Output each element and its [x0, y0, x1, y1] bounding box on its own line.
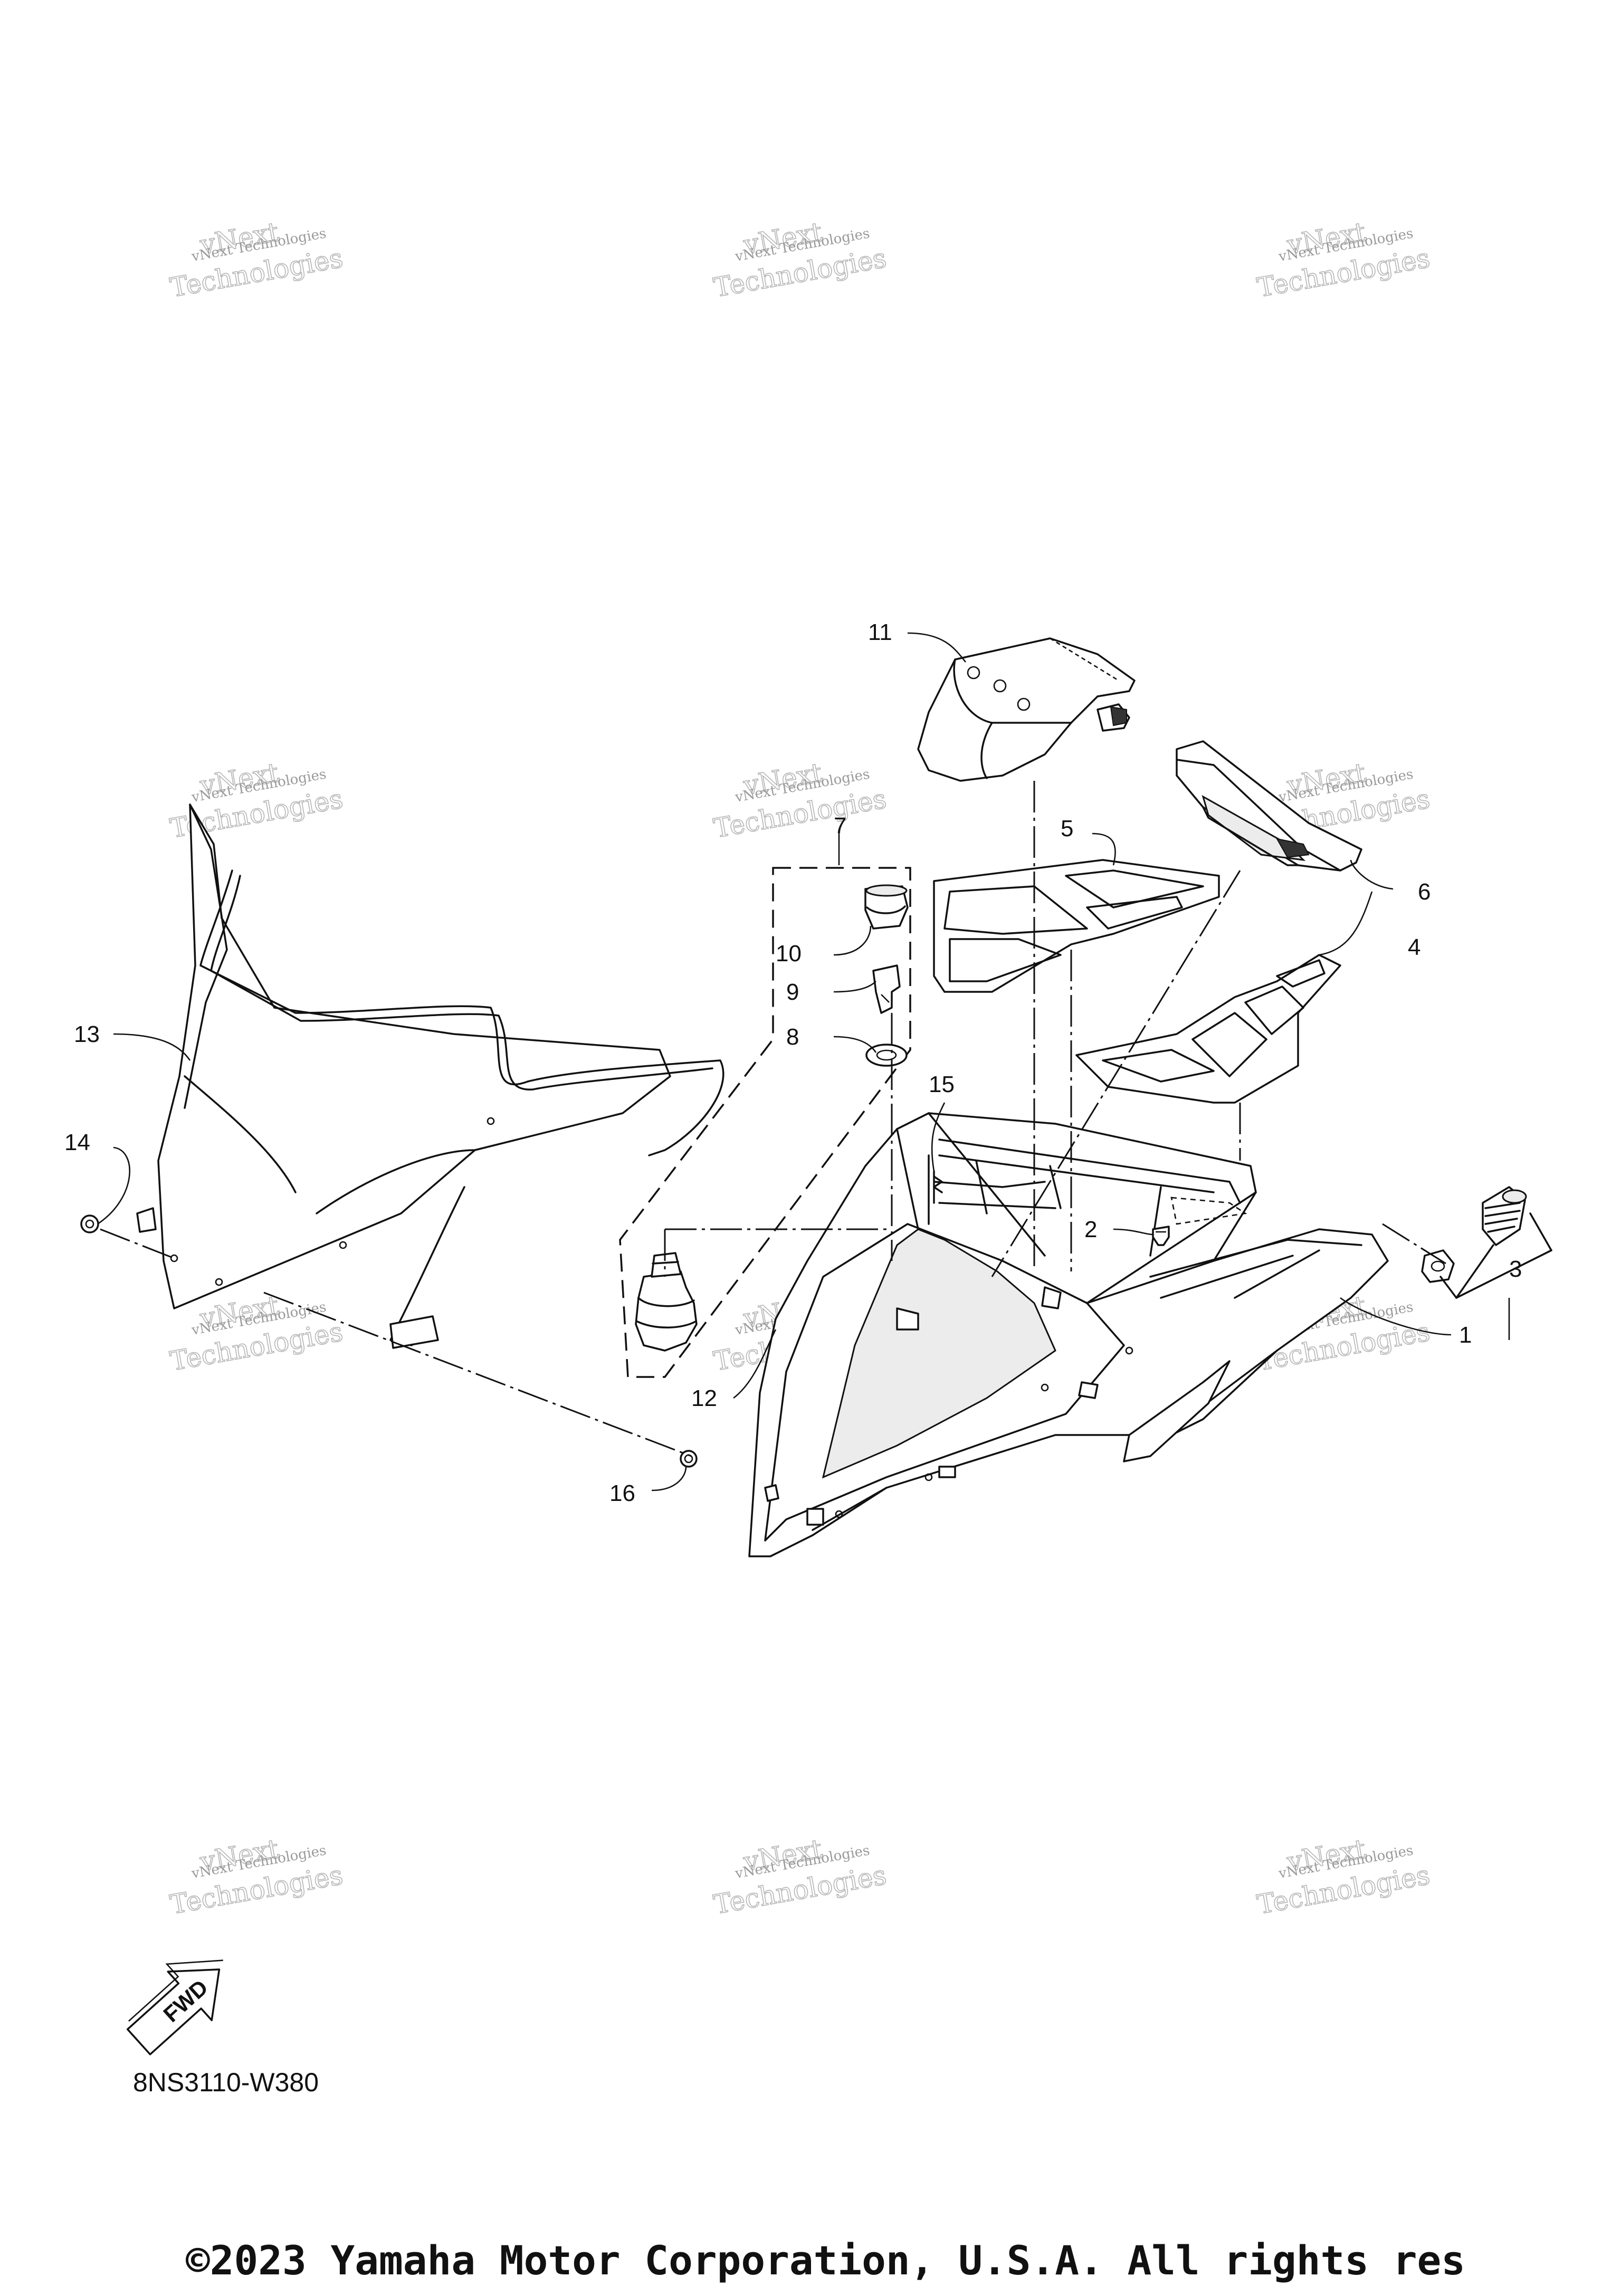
callout-7[interactable]: 7	[834, 813, 846, 839]
deck-mat-rear-part[interactable]	[1075, 954, 1341, 1104]
switch-assembly-box	[619, 867, 911, 1378]
watermark: vNext vNext Technologies Technologies	[167, 757, 346, 845]
watermark: vNext vNext Technologies Technologies	[1254, 1833, 1433, 1921]
drain-plug-part[interactable]	[1421, 1186, 1527, 1283]
callout-4[interactable]: 4	[1408, 934, 1420, 960]
callout-16[interactable]: 16	[609, 1480, 635, 1506]
grommet-ring-part[interactable]	[865, 1044, 908, 1067]
watermark: vNext vNext Technologies Technologies	[711, 757, 889, 845]
forward-arrow-icon: FWD	[126, 1959, 223, 2055]
callout-3[interactable]: 3	[1509, 1256, 1522, 1282]
watermark: vNext vNext Technologies Technologies	[167, 216, 346, 304]
windshield-nut-part[interactable]	[80, 1214, 99, 1233]
screw-part[interactable]	[1152, 1226, 1170, 1246]
callout-11[interactable]: 11	[868, 619, 892, 645]
switch-cap-part[interactable]	[864, 884, 909, 930]
lanyard-key-part[interactable]	[872, 964, 901, 1014]
callout-15[interactable]: 15	[929, 1072, 955, 1097]
leader-lines	[97, 632, 1552, 1491]
copyright-notice: ©2023 Yamaha Motor Corporation, U.S.A. A…	[186, 2237, 1466, 2284]
windshield-part[interactable]	[136, 803, 724, 1349]
hood-deck-part[interactable]	[748, 1112, 1389, 1557]
callout-6[interactable]: 6	[1418, 879, 1431, 905]
callouts: 1 2 3 4 5 6 7 8 9 10 11 12 13 14 15 16	[64, 619, 1522, 1506]
watermark: vNext vNext Technologies Technologies	[711, 216, 889, 304]
callout-8[interactable]: 8	[786, 1024, 799, 1050]
callout-10[interactable]: 10	[776, 941, 802, 967]
switch-body-part[interactable]	[635, 1252, 698, 1352]
watermark: vNext vNext Technologies Technologies	[167, 1833, 346, 1921]
callout-9[interactable]: 9	[786, 979, 799, 1005]
steering-cover-part[interactable]	[917, 637, 1136, 782]
callout-1[interactable]: 1	[1459, 1322, 1472, 1348]
callout-12[interactable]: 12	[691, 1385, 717, 1411]
callout-14[interactable]: 14	[64, 1130, 90, 1155]
hull-nut-part[interactable]	[680, 1450, 698, 1468]
watermark: vNext vNext Technologies Technologies	[711, 1833, 889, 1921]
callout-5[interactable]: 5	[1061, 816, 1073, 841]
deck-mat-front-part[interactable]	[933, 859, 1220, 993]
watermark: vNext vNext Technologies Technologies	[1254, 216, 1433, 304]
pin-clip-part[interactable]	[933, 1170, 943, 1204]
diagram-code: 8NS3110-W380	[133, 2068, 319, 2097]
meter-display-part[interactable]	[1176, 740, 1362, 872]
callout-13[interactable]: 13	[74, 1021, 100, 1047]
callout-2[interactable]: 2	[1084, 1217, 1097, 1242]
